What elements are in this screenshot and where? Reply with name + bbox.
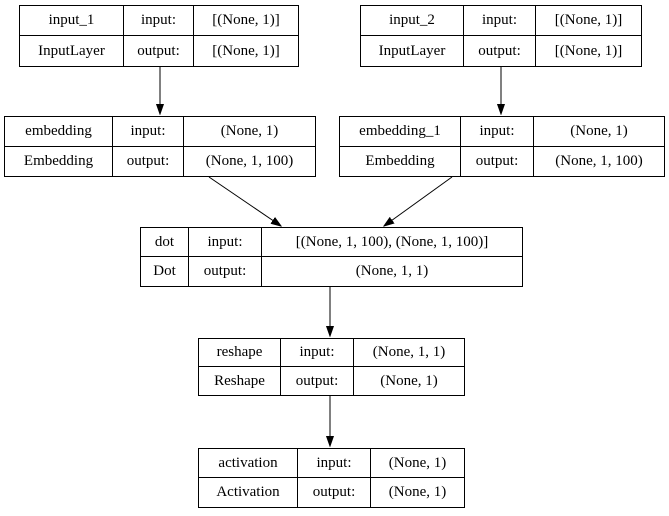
edge-embedding-to-dot [208,176,281,226]
layer-node-reshape: reshape input: (None, 1, 1) Reshape outp… [198,338,465,396]
output-label: output: [298,478,371,507]
output-label: output: [124,36,194,66]
output-shape: [(None, 1)] [212,42,280,59]
layer-class: InputLayer [20,36,124,66]
output-label: output: [189,257,262,286]
layer-node-input_2: input_2 input: [(None, 1)] InputLayer ou… [360,5,642,67]
input-label: input: [461,117,534,147]
layer-name: input_1 [20,6,124,36]
input-shape: [(None, 1)] [194,6,298,36]
output-shape: (None, 1, 1) [355,263,429,279]
output-label: output: [461,146,534,176]
input-shape: (None, 1) [534,117,664,147]
input-shape: [(None, 1, 100), (None, 1, 100)] [262,228,522,257]
input-label: input: [281,339,354,367]
input-shape: (None, 1) [184,117,315,147]
output-label: output: [281,367,354,395]
output-label: output: [113,146,184,176]
edge-embedding_1-to-dot [384,176,453,226]
output-shape: (None, 1, 100) [205,152,294,169]
input-shape: [(None, 1)] [536,6,641,36]
input-label: input: [464,6,536,36]
output-shape: (None, 1) [388,484,447,500]
layer-class: Activation [199,478,298,507]
layer-name: embedding_1 [340,117,461,147]
layer-node-embedding: embedding input: (None, 1) Embedding out… [4,116,316,177]
input-label: input: [298,449,371,478]
output-shape: [(None, 1)] [554,42,623,59]
output-shape: (None, 1) [380,372,438,389]
input-shape: (None, 1) [371,449,464,478]
layer-node-activation: activation input: (None, 1) Activation o… [198,448,465,508]
layer-node-input_1: input_1 input: [(None, 1)] InputLayer ou… [19,5,299,67]
layer-node-dot: dot input: [(None, 1, 100), (None, 1, 10… [140,227,523,287]
input-label: input: [189,228,262,257]
layer-class: Dot [141,257,189,286]
layer-name: input_2 [361,6,464,36]
layer-class: Embedding [5,146,113,176]
layer-class: InputLayer [361,36,464,66]
layer-node-embedding_1: embedding_1 input: (None, 1) Embedding o… [339,116,665,177]
layer-class: Reshape [199,367,281,395]
layer-name: reshape [199,339,281,367]
layer-class: Embedding [340,146,461,176]
layer-name: dot [141,228,189,257]
input-label: input: [113,117,184,147]
input-shape: (None, 1, 1) [354,339,464,367]
layer-name: activation [199,449,298,478]
output-shape: (None, 1, 100) [555,152,643,169]
input-label: input: [124,6,194,36]
layer-name: embedding [5,117,113,147]
output-label: output: [464,36,536,66]
